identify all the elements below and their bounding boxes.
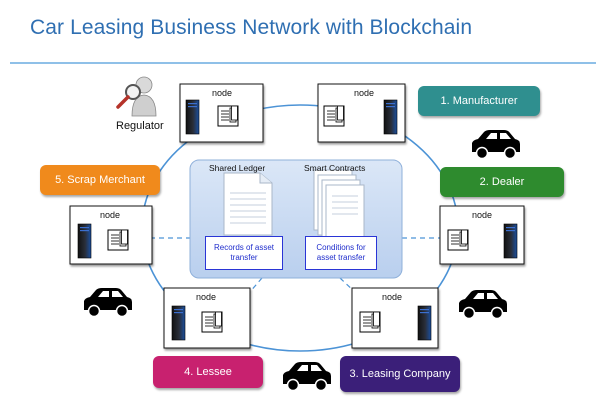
- ledger-document-icon: [223, 172, 273, 236]
- svg-text:node: node: [354, 88, 374, 98]
- car-icon: [83, 287, 133, 318]
- svg-text:node: node: [382, 292, 402, 302]
- documents-icon: [323, 105, 345, 127]
- car-icon: [458, 289, 508, 320]
- svg-text:node: node: [212, 88, 232, 98]
- participant-manufacturer: 1. Manufacturer: [418, 86, 540, 116]
- documents-icon: [107, 229, 129, 251]
- node-top-right: node: [317, 83, 406, 143]
- server-icon: [185, 99, 200, 135]
- smart-contracts-documents-icon: [313, 169, 365, 246]
- page-title: Car Leasing Business Network with Blockc…: [30, 16, 473, 39]
- regulator-label: Regulator: [116, 120, 164, 132]
- documents-icon: [217, 105, 239, 127]
- node-top-left: node: [179, 83, 264, 143]
- server-icon: [503, 223, 518, 259]
- node-bottom-left: node: [163, 287, 251, 349]
- smart-contracts-label: Smart Contracts: [304, 163, 366, 173]
- node-right: node: [439, 205, 525, 265]
- server-icon: [77, 223, 92, 259]
- participant-scrap-merchant: 5. Scrap Merchant: [40, 165, 160, 195]
- node-bottom-right: node: [351, 287, 439, 349]
- participant-leasing-company: 3. Leasing Company: [340, 356, 460, 392]
- server-icon: [383, 99, 398, 135]
- shared-ledger-label: Shared Ledger: [209, 163, 266, 173]
- conditions-for-asset-transfer-callout: Conditions for asset transfer: [305, 236, 377, 270]
- participant-dealer: 2. Dealer: [440, 167, 564, 197]
- title-divider: [10, 62, 596, 64]
- car-icon: [282, 361, 332, 392]
- documents-icon: [359, 311, 381, 333]
- records-of-asset-transfer-callout: Records of asset transfer: [205, 236, 283, 270]
- node-left: node: [69, 205, 153, 265]
- server-icon: [417, 305, 432, 341]
- documents-icon: [447, 229, 469, 251]
- regulator-magnifier-icon: [116, 76, 157, 117]
- svg-text:node: node: [472, 210, 492, 220]
- server-icon: [171, 305, 186, 341]
- svg-text:node: node: [100, 210, 120, 220]
- svg-text:node: node: [196, 292, 216, 302]
- participant-lessee: 4. Lessee: [153, 356, 263, 388]
- car-icon: [471, 129, 521, 160]
- documents-icon: [201, 311, 223, 333]
